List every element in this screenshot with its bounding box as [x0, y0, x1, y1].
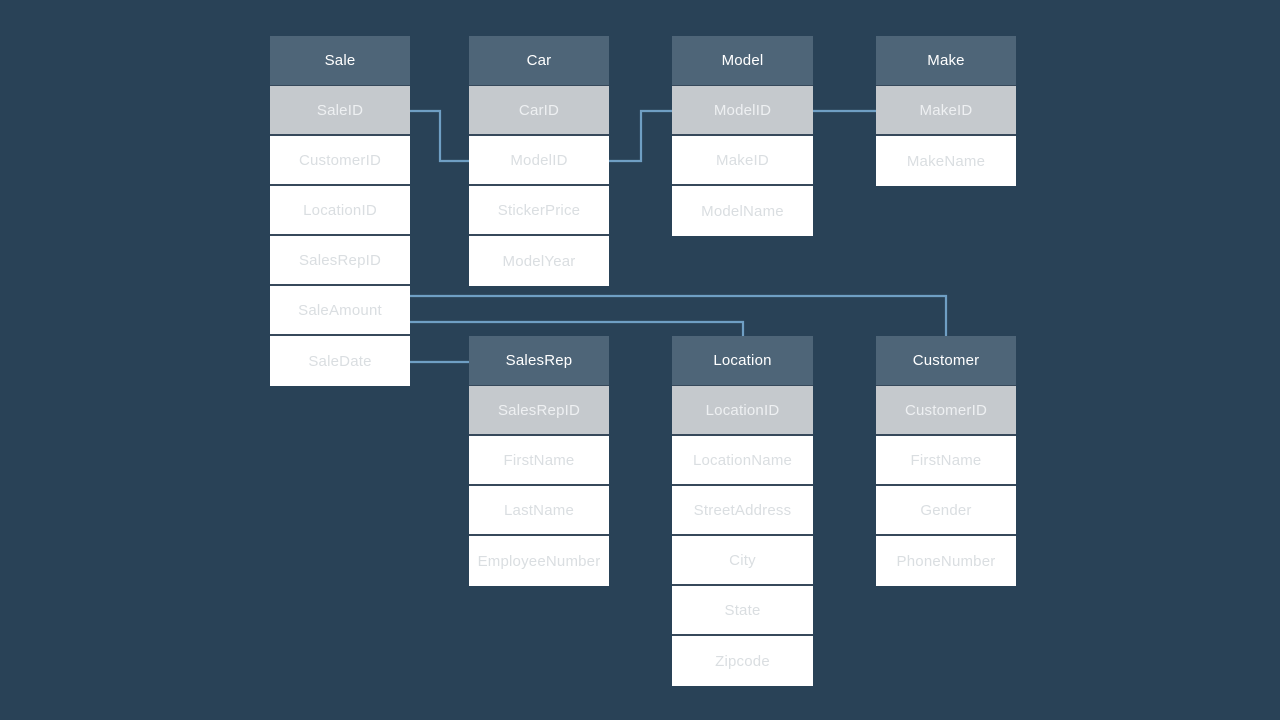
field-locationid[interactable]: LocationID [270, 186, 410, 236]
field-modelid[interactable]: ModelID [469, 136, 609, 186]
field-lastname[interactable]: LastName [469, 486, 609, 536]
field-saledate[interactable]: SaleDate [270, 336, 410, 386]
entity-title-customer: Customer [876, 336, 1016, 386]
primary-key-field-makeid[interactable]: MakeID [876, 86, 1016, 136]
field-stickerprice[interactable]: StickerPrice [469, 186, 609, 236]
entity-title-make: Make [876, 36, 1016, 86]
primary-key-field-locationid[interactable]: LocationID [672, 386, 813, 436]
connector-sale-customerid-to-customer [410, 294, 948, 336]
field-saleamount[interactable]: SaleAmount [270, 286, 410, 336]
field-salesrepid[interactable]: SalesRepID [270, 236, 410, 286]
field-modelyear[interactable]: ModelYear [469, 236, 609, 286]
field-city[interactable]: City [672, 536, 813, 586]
primary-key-field-carid[interactable]: CarID [469, 86, 609, 136]
connector-car-modelid-to-sale-saleid [410, 109, 469, 163]
field-streetaddress[interactable]: StreetAddress [672, 486, 813, 536]
primary-key-field-saleid[interactable]: SaleID [270, 86, 410, 136]
field-firstname[interactable]: FirstName [876, 436, 1016, 486]
entity-title-model: Model [672, 36, 813, 86]
primary-key-field-salesrepid[interactable]: SalesRepID [469, 386, 609, 436]
entity-title-location: Location [672, 336, 813, 386]
field-makeid[interactable]: MakeID [672, 136, 813, 186]
field-phonenumber[interactable]: PhoneNumber [876, 536, 1016, 586]
field-customerid[interactable]: CustomerID [270, 136, 410, 186]
entity-title-salesrep: SalesRep [469, 336, 609, 386]
field-firstname[interactable]: FirstName [469, 436, 609, 486]
field-gender[interactable]: Gender [876, 486, 1016, 536]
entity-title-sale: Sale [270, 36, 410, 86]
field-locationname[interactable]: LocationName [672, 436, 813, 486]
connector-model-modelid-to-car-modelid [609, 109, 672, 163]
primary-key-field-modelid[interactable]: ModelID [672, 86, 813, 136]
primary-key-field-customerid[interactable]: CustomerID [876, 386, 1016, 436]
field-state[interactable]: State [672, 586, 813, 636]
field-modelname[interactable]: ModelName [672, 186, 813, 236]
field-zipcode[interactable]: Zipcode [672, 636, 813, 686]
entity-title-car: Car [469, 36, 609, 86]
field-makename[interactable]: MakeName [876, 136, 1016, 186]
connector-sale-locationid-to-location [410, 320, 745, 336]
field-employeenumber[interactable]: EmployeeNumber [469, 536, 609, 586]
